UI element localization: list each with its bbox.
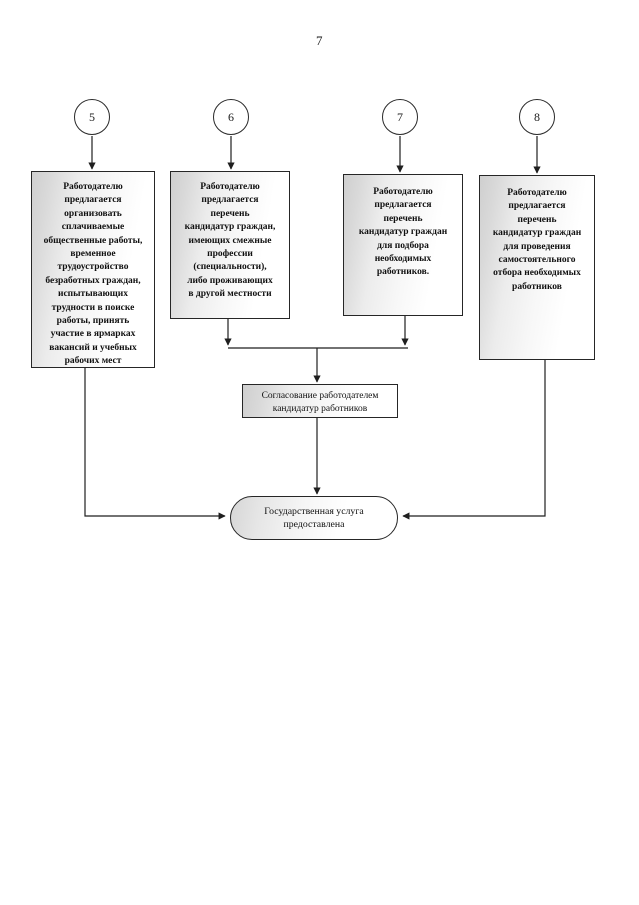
process-box-6-text: Работодателю предлагается перечень канди…	[184, 182, 276, 300]
terminator-service-provided: Государственная услуга предоставлена	[230, 496, 398, 540]
terminator-text: Государственная услуга предоставлена	[264, 506, 364, 530]
approval-box-text: Согласование работодателем кандидатур ра…	[261, 391, 379, 414]
process-box-6: Работодателю предлагается перечень канди…	[170, 171, 290, 319]
step-marker-6: 6	[213, 99, 249, 135]
step-marker-8: 8	[519, 99, 555, 135]
process-box-7: Работодателю предлагается перечень канди…	[343, 174, 463, 316]
process-box-8-text: Работодателю предлагается перечень канди…	[492, 188, 582, 292]
page-number: 7	[316, 33, 323, 48]
process-box-7-text: Работодателю предлагается перечень канди…	[358, 187, 448, 278]
step-marker-5: 5	[74, 99, 110, 135]
connector-box8-to-terminator	[402, 360, 546, 520]
step-marker-7: 7	[382, 99, 418, 135]
process-box-5: Работодателю предлагается организовать с…	[31, 171, 155, 368]
approval-box: Согласование работодателем кандидатур ра…	[242, 384, 398, 418]
connector-box5-to-terminator	[84, 368, 226, 520]
process-box-8: Работодателю предлагается перечень канди…	[479, 175, 595, 360]
process-box-5-text: Работодателю предлагается организовать с…	[43, 182, 143, 367]
